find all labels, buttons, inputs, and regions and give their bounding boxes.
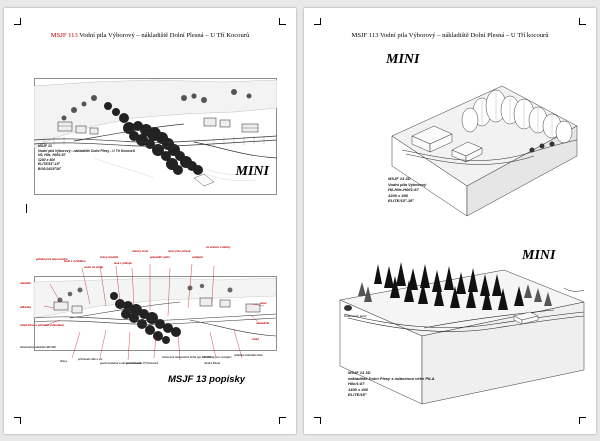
plan-label: tunel <box>260 302 267 305</box>
labelled-plan-drawing <box>33 263 277 361</box>
sawmill-caption: MSJF 13 3D Vodní pila Výborový H0-H0e-H0… <box>388 176 426 204</box>
layout-plan-figure: MSJF 13 Vodní pila Výborový - nákladiště… <box>34 78 277 195</box>
plan-label: levá v příkopu <box>114 262 133 265</box>
plan-label: odbočka <box>20 306 32 309</box>
caption-line: 1400 x 400 <box>348 386 369 392</box>
caption-line: MSJF 13 3D <box>348 370 371 375</box>
plan-label: dřevy <box>60 360 68 363</box>
crop-mark <box>579 417 586 424</box>
caption-line: ELITE/15°-18° <box>388 198 414 204</box>
layout-plan-drawing <box>34 78 277 195</box>
isometric-model-loading <box>334 262 590 412</box>
caption-line: BUS/14/18°36° <box>38 166 62 171</box>
left-page: MSJF 113 Vodní pila Výborový – nákladišt… <box>4 8 296 434</box>
caption-line: Vodní pila Výborový <box>388 181 427 187</box>
plan-label: záchody pro cestující <box>204 356 232 359</box>
plan-label: sklad dřeva u příčného zahloubení <box>20 324 65 327</box>
labelled-plan-title: MSJF 13 popisky <box>168 374 246 385</box>
mini-label-bottom: MINI <box>522 248 556 263</box>
header-code: MSJF 113 <box>50 32 78 39</box>
caption-line: H0-H0e-H0f/1:87 <box>388 187 419 193</box>
plan-label: nákladní <box>20 282 31 285</box>
plan-label: lesík s vyhlídkou <box>64 260 86 263</box>
caption-line: ELITE/15°-18° <box>38 162 60 167</box>
plan-label: převaděč vodní <box>150 256 170 259</box>
crop-mark <box>279 18 286 25</box>
caption-line: H0e/1:87 <box>348 381 365 387</box>
loading-3d-drawing <box>339 262 585 405</box>
caption-line: MSJF 13 3D <box>388 176 411 181</box>
sawmill-3d-drawing <box>391 85 578 217</box>
caption-line: 1200 x 400 <box>38 157 55 162</box>
plan-label: lokomotiva nákladní BN 306 <box>20 346 56 349</box>
isometric-model-sawmill <box>382 76 582 246</box>
crop-mark <box>314 18 321 25</box>
plan-label: pozorovatelna a okrasná ohrada <box>100 362 142 365</box>
tunnel-label: Kolomazný tunel <box>344 314 367 318</box>
caption-line: ELITE/18° <box>348 392 367 398</box>
mini-label-top: MINI <box>386 52 420 67</box>
plan-label: pohled přes doprovodná <box>36 258 68 261</box>
caption-line: nákladiště Dolní Plesy s odbočnou větví … <box>348 375 435 381</box>
plan-label: vodní na okraji <box>84 266 103 269</box>
plan-label: přístavek vlak a víc <box>78 358 103 361</box>
crop-mark <box>314 417 321 424</box>
crop-mark <box>14 417 21 424</box>
plan-label: vodojem <box>192 256 204 259</box>
crop-mark <box>14 18 21 25</box>
plan-label: nakladiště <box>256 322 270 325</box>
plan-label: hrany stavidlo <box>100 256 119 259</box>
page-header: MSJF 113 Vodní pila Výborový – nákladišt… <box>304 32 596 39</box>
right-page: MSJF 113 Vodní pila Výborový – nákladišt… <box>304 8 596 434</box>
plan-label: věžový most <box>132 250 149 253</box>
plan-label: sklad <box>252 338 259 341</box>
text-cursor <box>26 204 27 213</box>
crop-mark <box>279 417 286 424</box>
plan-caption: MSJF 13 Vodní pila Výborový - nákladiště… <box>38 144 135 172</box>
loading-caption: MSJF 13 3D nákladiště Dolní Plesy s odbo… <box>348 370 434 398</box>
plan-label: motorová lokomotiva linda typ BN 178 <box>162 356 211 359</box>
labelled-plan-figure: pohled přes doprovodná lesík s vyhlídkou… <box>20 246 282 396</box>
crop-mark <box>579 18 586 25</box>
caption-line: 1200 x 400 <box>388 192 409 198</box>
plan-mini-label: MINI <box>235 164 269 179</box>
header-title: MSJF 113 Vodní pila Výborový – nákladišt… <box>351 32 549 39</box>
caption-line: MSJF 13 <box>38 144 52 148</box>
page-header: MSJF 113 Vodní pila Výborový – nákladišt… <box>4 32 296 39</box>
plan-label: Jindra Škola <box>204 362 220 365</box>
header-title: Vodní pila Výborový – nákladiště Dolní P… <box>77 32 250 39</box>
plan-label: ve stáčení u bažiny <box>206 246 231 249</box>
caption-line: H0, H0e, H0f/1:87 <box>38 153 66 158</box>
plan-label: skládka materiálu dřev <box>234 354 263 357</box>
plan-label: most přes průsek <box>168 250 191 253</box>
plan-label: portál tunelu Tří Kocourů <box>126 362 159 365</box>
caption-line: Vodní pila Výborový - nákladiště Dolní P… <box>38 148 135 153</box>
